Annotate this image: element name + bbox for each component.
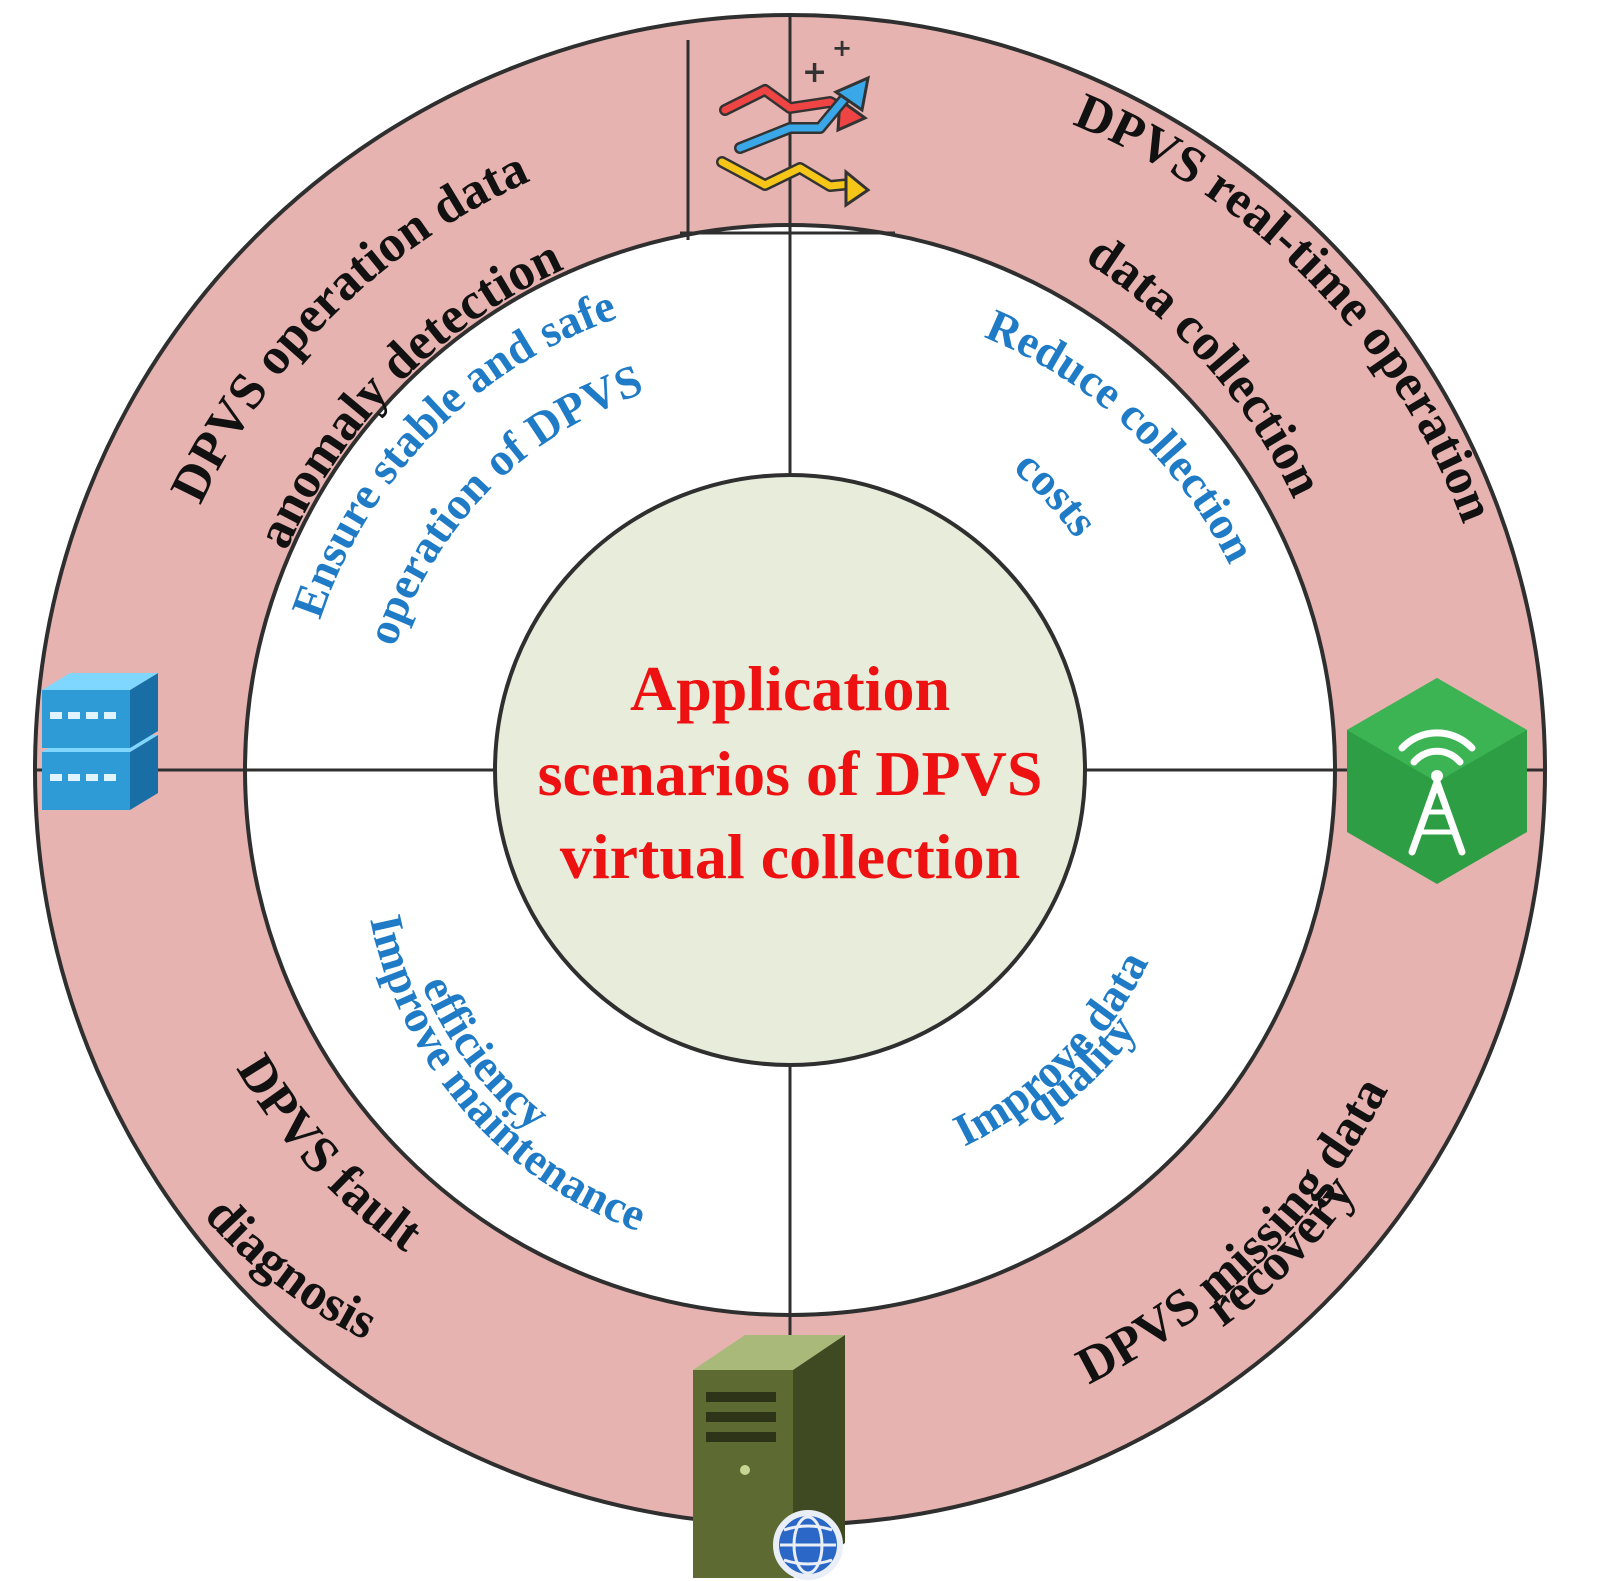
center-title-line-2: scenarios of DPVS [538, 738, 1043, 809]
trend-chart-icon: + + [716, 34, 871, 208]
network-switch-icon [42, 673, 158, 810]
center-title-line-1: Application [630, 653, 950, 724]
svg-text:+: + [832, 34, 852, 62]
signal-tower-icon [1347, 678, 1527, 884]
svg-text:+: + [802, 55, 827, 90]
server-globe-icon [693, 1335, 845, 1580]
center-title-line-3: virtual collection [560, 821, 1020, 892]
